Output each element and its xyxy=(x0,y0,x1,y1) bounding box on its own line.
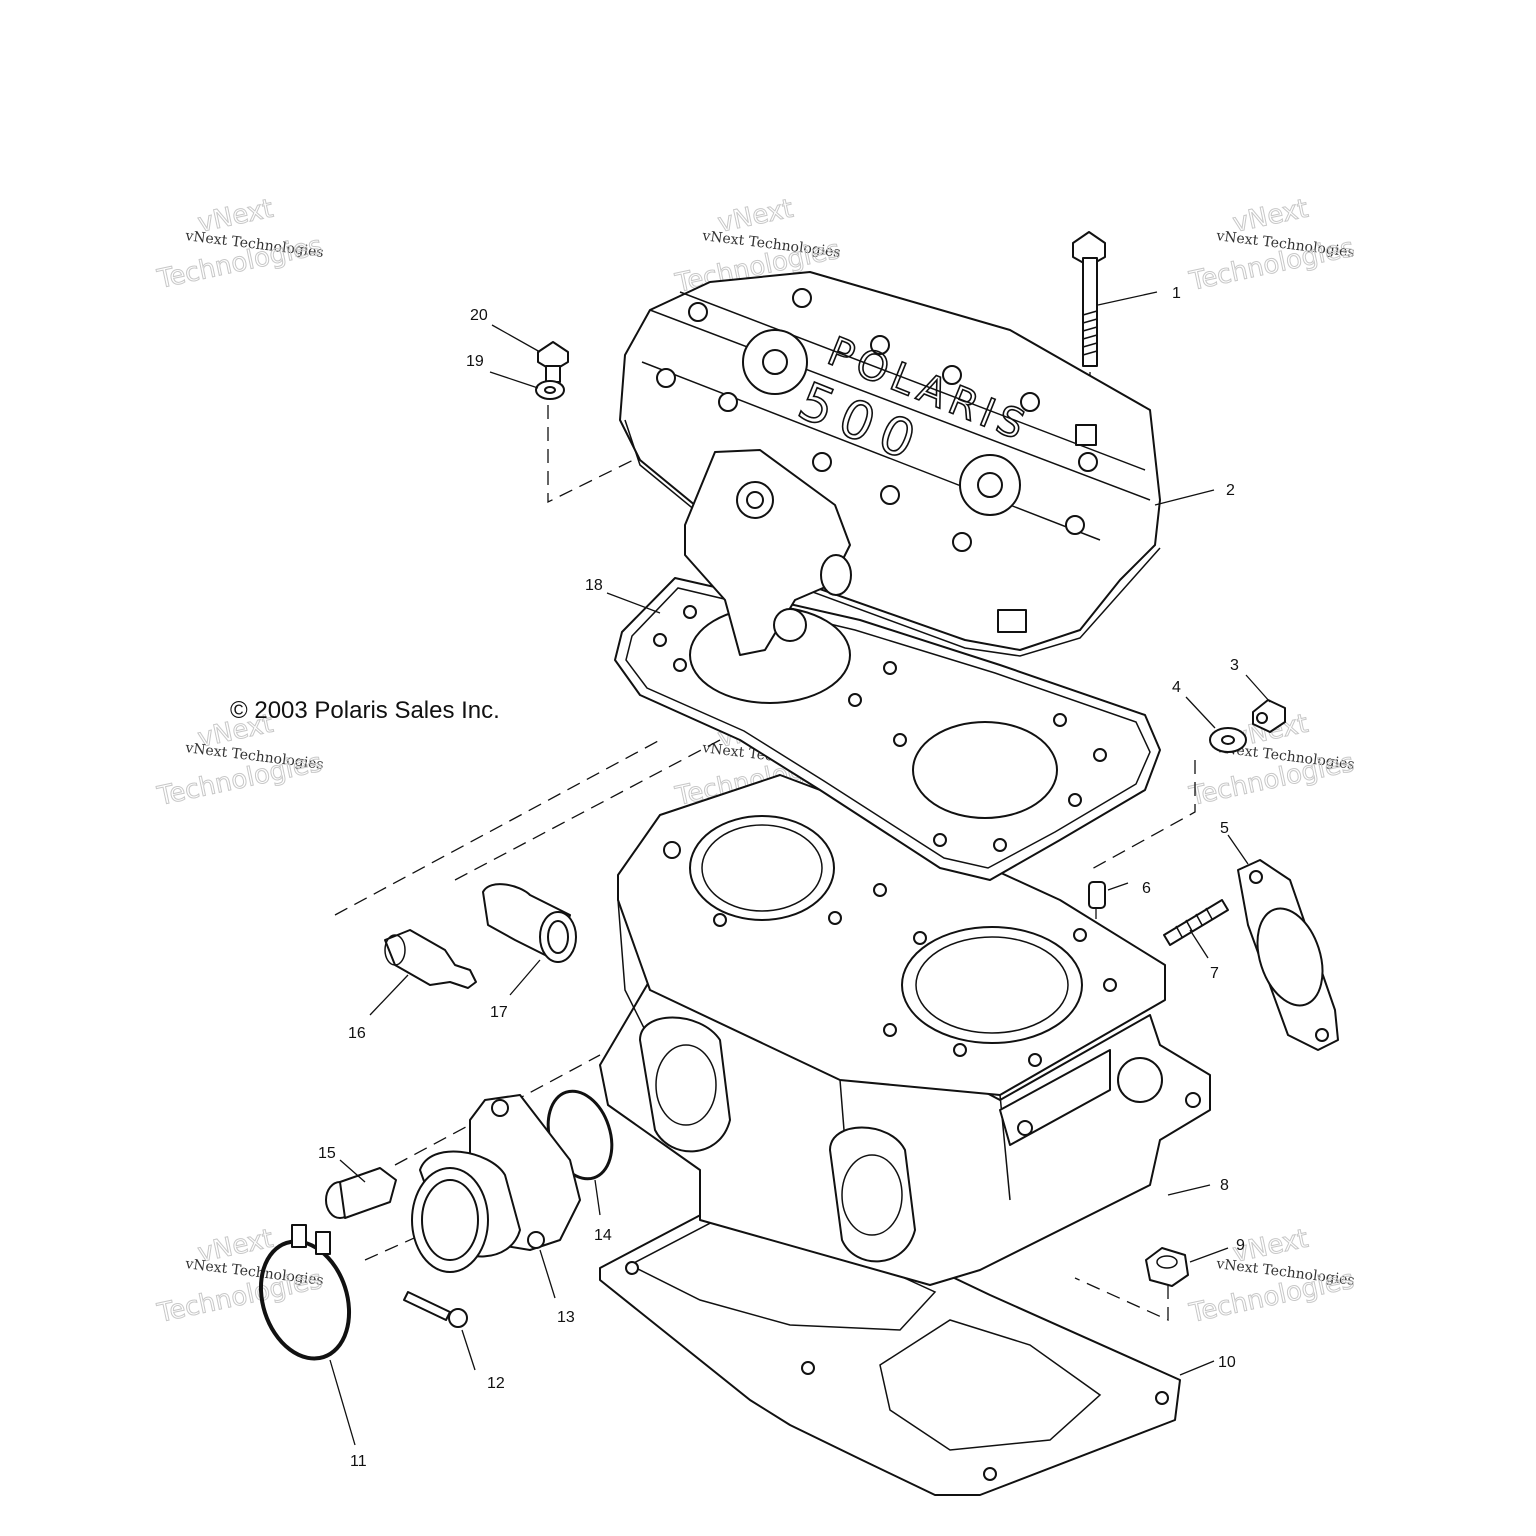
callout-13: 13 xyxy=(557,1309,575,1326)
callout-3: 3 xyxy=(1230,657,1239,674)
callout-20: 20 xyxy=(470,307,488,324)
assembly-line-4 xyxy=(1089,760,1196,871)
flange-nut xyxy=(1145,1247,1189,1287)
callout-15: 15 xyxy=(318,1145,336,1162)
gasket-bolt-hole xyxy=(1155,1391,1169,1405)
callout-8: 8 xyxy=(1220,1177,1229,1194)
head-bolt xyxy=(1072,231,1106,367)
exhaust-flange xyxy=(411,1094,581,1273)
gasket-bolt-hole xyxy=(983,1467,997,1481)
cylinder-bore-rear xyxy=(901,926,1083,1044)
callout-11: 11 xyxy=(350,1453,367,1470)
dowel-pin xyxy=(1088,881,1106,909)
callout-6: 6 xyxy=(1142,880,1151,897)
watermark-bottom-right: vNext vNext Technologies Technologies xyxy=(1186,1223,1358,1329)
assembly-line-20 xyxy=(547,405,736,504)
head-gasket-bore-rear xyxy=(912,721,1058,819)
callout-7: 7 xyxy=(1210,965,1219,982)
callout-9: 9 xyxy=(1236,1237,1245,1254)
watermark-top-left: vNext vNext Technologies Technologies xyxy=(154,193,326,295)
callout-18: 18 xyxy=(585,577,603,594)
watermark-top-right: vNext vNext Technologies Technologies xyxy=(1186,193,1358,297)
side-washer xyxy=(1209,727,1247,753)
callout-labels: 1 2 3 4 5 6 7 8 9 10 11 12 13 14 15 16 1… xyxy=(318,285,1245,1470)
callout-12: 12 xyxy=(487,1375,505,1392)
clamp-screw xyxy=(403,1291,468,1328)
water-fitting xyxy=(482,883,577,963)
cylinder-head-cover: POLARIS 500 xyxy=(619,271,1161,657)
base-gasket-bore-right xyxy=(879,1319,1102,1451)
callout-16: 16 xyxy=(348,1025,366,1042)
assembly-line-17 xyxy=(454,739,721,881)
cover-screw xyxy=(537,341,569,383)
cylinder-bore-front xyxy=(689,815,835,921)
thermostat-housing xyxy=(684,449,852,656)
assembly-line-9 xyxy=(1074,1277,1169,1322)
base-gasket xyxy=(599,1189,1181,1496)
cylinder-block xyxy=(599,774,1211,1286)
exhaust-gasket xyxy=(1237,859,1339,1051)
hose-clamp xyxy=(258,1224,352,1361)
callout-19: 19 xyxy=(466,353,484,370)
callout-5: 5 xyxy=(1220,820,1229,837)
temperature-sensor xyxy=(384,929,477,989)
gasket-bolt-hole xyxy=(625,1261,639,1275)
callout-10: 10 xyxy=(1218,1354,1236,1371)
fitting-bolt xyxy=(325,1167,397,1219)
callout-4: 4 xyxy=(1172,679,1181,696)
callout-2: 2 xyxy=(1226,482,1235,499)
exhaust-stud xyxy=(1163,899,1229,946)
callout-17: 17 xyxy=(490,1004,508,1021)
cover-washer xyxy=(535,380,565,400)
assembly-line-11 xyxy=(364,1174,556,1261)
leader-lines xyxy=(329,291,1271,1446)
callout-1: 1 xyxy=(1172,285,1181,302)
assembly-line-16 xyxy=(334,739,661,916)
watermark-mid-left: vNext vNext Technologies Technologies xyxy=(154,708,326,812)
gasket-bolt-hole xyxy=(801,1361,815,1375)
exhaust-port-front xyxy=(639,1016,731,1153)
exhaust-port-rear xyxy=(829,1126,916,1263)
water-outlet xyxy=(1117,1057,1163,1103)
copyright-notice: © 2003 Polaris Sales Inc. xyxy=(230,697,500,724)
callout-14: 14 xyxy=(594,1227,612,1244)
side-screw xyxy=(1252,699,1286,733)
